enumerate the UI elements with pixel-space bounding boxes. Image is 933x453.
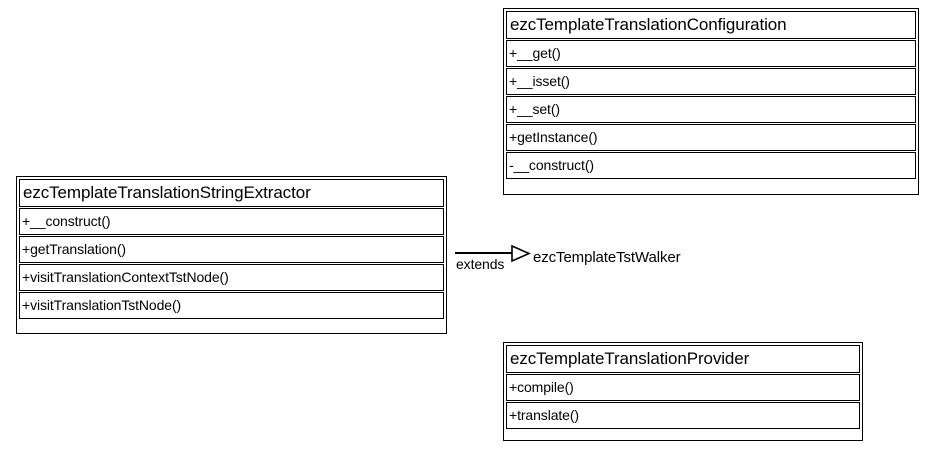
class-title: ezcTemplateTranslationStringExtractor: [19, 179, 444, 207]
class-member: +__construct(): [19, 208, 444, 235]
class-box-configuration[interactable]: ezcTemplateTranslationConfiguration +__g…: [503, 8, 919, 195]
class-member: +translate(): [506, 402, 860, 429]
class-member: +getInstance(): [506, 124, 916, 151]
class-box-provider[interactable]: ezcTemplateTranslationProvider +compile(…: [503, 342, 863, 441]
class-title: ezcTemplateTranslationConfiguration: [506, 11, 916, 39]
class-member: +__set(): [506, 96, 916, 123]
relation-label-extends: extends: [456, 256, 505, 272]
class-title: ezcTemplateTranslationProvider: [506, 345, 860, 373]
class-member: +__get(): [506, 40, 916, 67]
class-member: -__construct(): [506, 152, 916, 179]
class-box-string-extractor[interactable]: ezcTemplateTranslationStringExtractor +_…: [16, 176, 447, 334]
class-member: +compile(): [506, 374, 860, 401]
external-class-label-tst-walker[interactable]: ezcTemplateTstWalker: [533, 249, 681, 266]
class-member: +visitTranslationTstNode(): [19, 292, 444, 319]
class-member: +__isset(): [506, 68, 916, 95]
relation-line: [455, 252, 513, 254]
class-member: +visitTranslationContextTstNode(): [19, 264, 444, 291]
class-member: +getTranslation(): [19, 236, 444, 263]
